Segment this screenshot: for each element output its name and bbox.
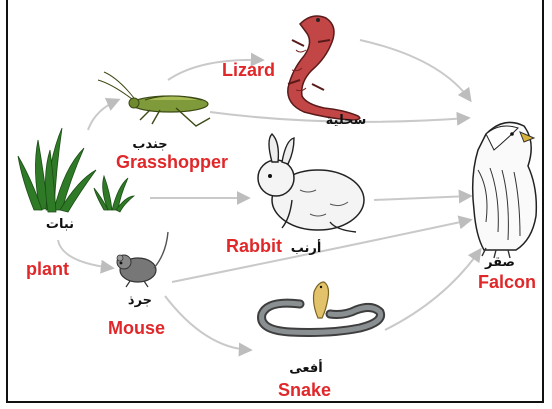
label-falcon-ar: صقر xyxy=(484,255,515,270)
label-plant-en: plant xyxy=(26,259,69,279)
arrow-rabbit-falcon xyxy=(374,196,470,200)
label-rabbit-ar: أرنب xyxy=(291,239,322,256)
label-rabbit-en: Rabbit xyxy=(226,236,282,256)
label-falcon-en: Falcon xyxy=(478,272,536,292)
label-grasshopper-ar: جندب xyxy=(132,137,167,152)
label-mouse-en: Mouse xyxy=(108,318,165,338)
falcon-icon xyxy=(473,122,537,258)
label-mouse-ar: جرذ xyxy=(128,293,152,308)
rabbit-icon xyxy=(258,134,364,232)
label-lizard-ar: سحلية xyxy=(326,113,367,128)
mouse-icon xyxy=(117,232,168,287)
arrow-plant-grasshopper xyxy=(88,100,118,130)
arrow-snake-falcon xyxy=(385,250,480,330)
label-plant-ar: نبات xyxy=(46,217,74,232)
labels: Lizard سحلية جندب Grasshopper نبات plant… xyxy=(26,60,536,400)
grasshopper-icon xyxy=(98,72,210,126)
snake-icon xyxy=(262,282,381,333)
label-snake-ar: أفعى xyxy=(289,359,322,376)
label-snake-en: Snake xyxy=(278,380,331,400)
lizard-icon xyxy=(288,16,360,120)
label-grasshopper-en: Grasshopper xyxy=(116,152,228,172)
arrow-mouse-snake xyxy=(165,296,250,350)
arrow-lizard-falcon xyxy=(360,40,470,100)
label-lizard-en: Lizard xyxy=(222,60,275,80)
